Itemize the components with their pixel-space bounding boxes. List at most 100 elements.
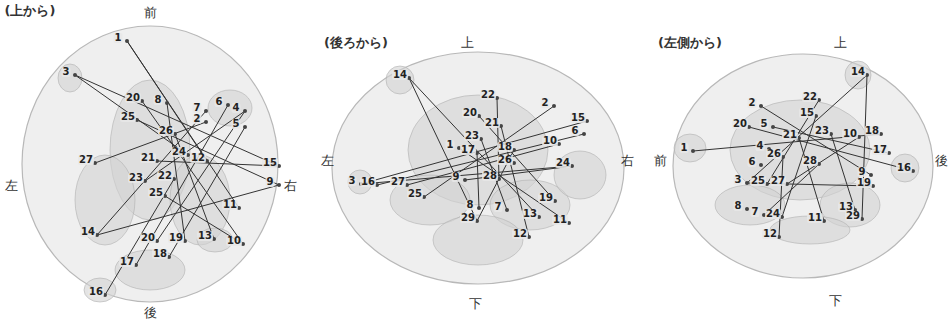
callout-number: 4 [756,141,765,151]
callout-number: 20 [462,108,478,118]
callout-number: 12 [512,229,528,239]
region-dot [869,173,873,177]
callout-number: 26 [158,126,174,136]
region-dot [165,101,169,105]
connection-line [477,153,479,208]
callout-number: 18 [152,249,168,259]
brain-region [84,278,116,302]
brain-outline [673,54,933,278]
callout-number: 3 [734,175,743,185]
region-dot [771,125,775,129]
callout-number: 17 [872,145,888,155]
brain-region [554,151,606,199]
callout-number: 28 [802,156,818,166]
region-dot [477,206,481,210]
connection-line [105,179,174,295]
region-dot [759,104,763,108]
brain-region [674,134,706,162]
direction-label: 下 [829,294,842,307]
callout-number: 14 [392,70,408,80]
callout-number: 15 [570,113,586,123]
region-dot [505,208,509,212]
callout-number: 15 [262,158,278,168]
callout-number: 20 [140,233,156,243]
direction-label: 下 [469,297,482,310]
direction-label: 右 [621,154,634,167]
region-dot [73,73,77,77]
callout-number: 27 [390,177,406,187]
brain-region [433,215,523,265]
callout-number: 22 [802,92,818,102]
callout-number: 11 [807,213,823,223]
callout-number: 3 [348,176,357,186]
callout-number: 19 [856,178,872,188]
callout-number: 23 [128,173,144,183]
connection-line [409,78,477,221]
brain-region [115,250,185,290]
region-dot [277,183,281,187]
callout-number: 17 [119,257,135,267]
callout-number: 7 [193,103,202,113]
callout-number: 14 [80,227,96,237]
callout-number: 23 [464,131,480,141]
connection-line [407,144,559,185]
callout-number: 25 [148,188,164,198]
brain-region [75,155,135,245]
callout-number: 16 [360,177,376,187]
callout-number: 19 [538,193,554,203]
direction-label: 左 [5,179,18,192]
callout-number: 27 [770,176,786,186]
callout-number: 2 [748,98,757,108]
callout-number: 8 [466,200,475,210]
callout-number: 24 [555,158,571,168]
region-dot [463,178,467,182]
connection-line [787,137,859,184]
direction-label: 後 [935,154,948,167]
callout-number: 5 [232,119,241,129]
callout-number: 6 [215,97,224,107]
callout-number: 27 [78,155,94,165]
connection-line [747,75,867,183]
callout-number: 29 [845,211,861,221]
callout-number: 12 [190,153,206,163]
connection-line [377,134,584,185]
connection-line [459,148,569,223]
connection-line [424,106,554,197]
callout-number: 6 [571,126,580,136]
connection-line [782,116,816,217]
callout-number: 16 [896,163,912,173]
callout-number: 6 [748,157,757,167]
callout-number: 9 [452,172,461,182]
region-dot [582,132,586,136]
brain-outline [332,52,624,284]
connection-line [497,98,499,179]
brain-region [891,154,919,182]
direction-label: 前 [144,6,157,19]
connection-line [477,150,514,221]
callout-number: 5 [760,119,769,129]
region-dot [759,163,763,167]
connection-line [157,111,245,241]
connection-line [75,75,279,166]
callout-number: 24 [765,209,781,219]
callout-number: 20 [125,93,141,103]
connection-line [137,120,279,185]
callout-number: 13 [522,209,538,219]
callout-number: 9 [266,177,275,187]
region-dot [243,125,247,129]
callout-number: 26 [497,155,513,165]
callout-number: 21 [782,130,798,140]
connection-line [75,75,188,155]
view-title: (後ろから) [324,36,388,49]
callout-number: 23 [814,126,830,136]
callout-number: 25 [120,112,136,122]
callout-number: 17 [460,145,476,155]
callout-number: 10 [542,136,558,146]
callout-number: 8 [154,95,163,105]
callout-number: 7 [494,202,503,212]
callout-number: 20 [732,119,748,129]
region-dot [745,181,749,185]
callout-number: 22 [157,171,173,181]
callout-number: 25 [407,189,423,199]
brain-region [208,90,252,126]
